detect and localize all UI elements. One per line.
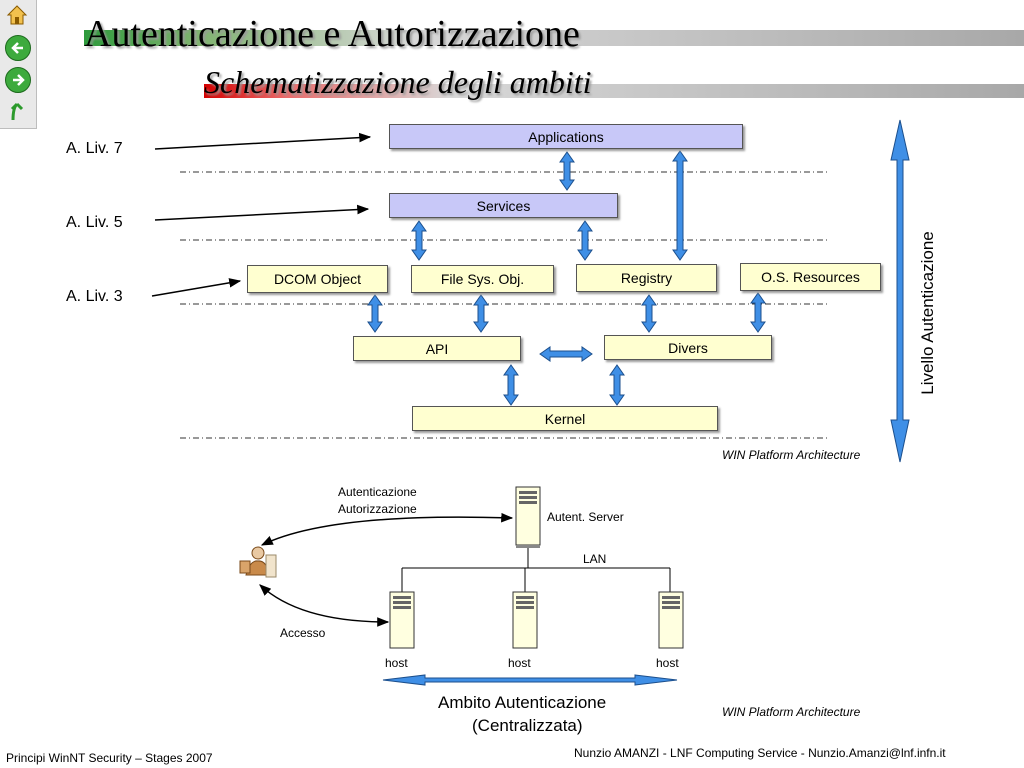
nav-panel xyxy=(0,0,37,129)
level7-pointer xyxy=(154,132,372,150)
auth-server-icon xyxy=(515,486,541,548)
kernel-box: Kernel xyxy=(412,406,718,431)
auth-label: Autenticazione xyxy=(338,485,417,499)
up-button[interactable] xyxy=(5,99,29,123)
arrow-api-kernel xyxy=(503,364,519,406)
host-server-icon xyxy=(512,591,538,649)
auth-curve-arrow xyxy=(260,512,514,546)
host-label: host xyxy=(385,656,408,670)
dcom-object-box: DCOM Object xyxy=(247,265,388,293)
lan-lines xyxy=(401,544,671,592)
auth-level-label: Livello Autenticazione xyxy=(918,231,937,395)
level-label-7: A. Liv. 7 xyxy=(66,140,123,157)
home-icon xyxy=(6,5,28,25)
footer-left: Principi WinNT Security – Stages 2007 xyxy=(6,751,213,765)
title-underline-band xyxy=(84,30,1024,46)
api-box: API xyxy=(353,336,521,361)
auth-level-arrow xyxy=(890,119,910,463)
arrow-apps-services xyxy=(559,151,575,191)
scope-label: Ambito Autenticazione xyxy=(438,693,607,712)
host-server-icon xyxy=(658,591,684,649)
home-button[interactable] xyxy=(5,3,29,27)
authz-label: Autorizzazione xyxy=(338,502,417,516)
subtitle-underline-band xyxy=(204,84,1024,98)
page-subtitle: Schematizzazione degli ambiti xyxy=(204,64,592,100)
user-icon xyxy=(239,546,277,578)
page-title: Autenticazione e Autorizzazione xyxy=(84,13,580,55)
registry-box: Registry xyxy=(576,264,717,292)
arrow-divers-kernel xyxy=(609,364,625,406)
arrow-services-dcom xyxy=(411,220,427,261)
filesys-object-box: File Sys. Obj. xyxy=(411,265,554,293)
access-curve-arrow xyxy=(259,584,390,627)
level-label-5: A. Liv. 5 xyxy=(66,214,123,231)
os-resources-box: O.S. Resources xyxy=(740,263,881,291)
arrow-apps-registry xyxy=(672,150,688,261)
connector-arrows xyxy=(367,119,910,686)
back-arrow-icon xyxy=(11,42,23,54)
footer-right: Nunzio AMANZI - LNF Computing Service - … xyxy=(574,746,946,760)
scope-arrow xyxy=(382,674,678,686)
arrow-services-filesys xyxy=(577,220,593,261)
applications-box: Applications xyxy=(389,124,743,149)
scope-sublabel: (Centralizzata) xyxy=(472,716,583,735)
host-label: host xyxy=(656,656,679,670)
level3-pointer xyxy=(151,278,242,297)
level5-pointer xyxy=(154,204,370,221)
host-label: host xyxy=(508,656,531,670)
arrow-osres-divers xyxy=(750,292,766,333)
arrow-dcom-api xyxy=(367,294,383,333)
architecture-caption: WIN Platform Architecture xyxy=(722,448,861,462)
network-caption: WIN Platform Architecture xyxy=(722,705,861,719)
up-arrow-icon xyxy=(10,102,24,121)
back-button[interactable] xyxy=(5,35,31,61)
level-separators xyxy=(180,171,830,439)
forward-arrow-icon xyxy=(13,74,25,86)
access-label: Accesso xyxy=(280,626,326,640)
arrow-api-divers xyxy=(539,346,593,362)
services-box: Services xyxy=(389,193,618,218)
level-label-3: A. Liv. 3 xyxy=(66,288,123,305)
host-server-icon xyxy=(389,591,415,649)
forward-button[interactable] xyxy=(5,67,31,93)
arrow-registry-divers xyxy=(641,294,657,333)
arrow-filesys-api xyxy=(473,294,489,333)
auth-server-label: Autent. Server xyxy=(547,510,624,524)
lan-label: LAN xyxy=(583,552,607,566)
divers-box: Divers xyxy=(604,335,772,360)
